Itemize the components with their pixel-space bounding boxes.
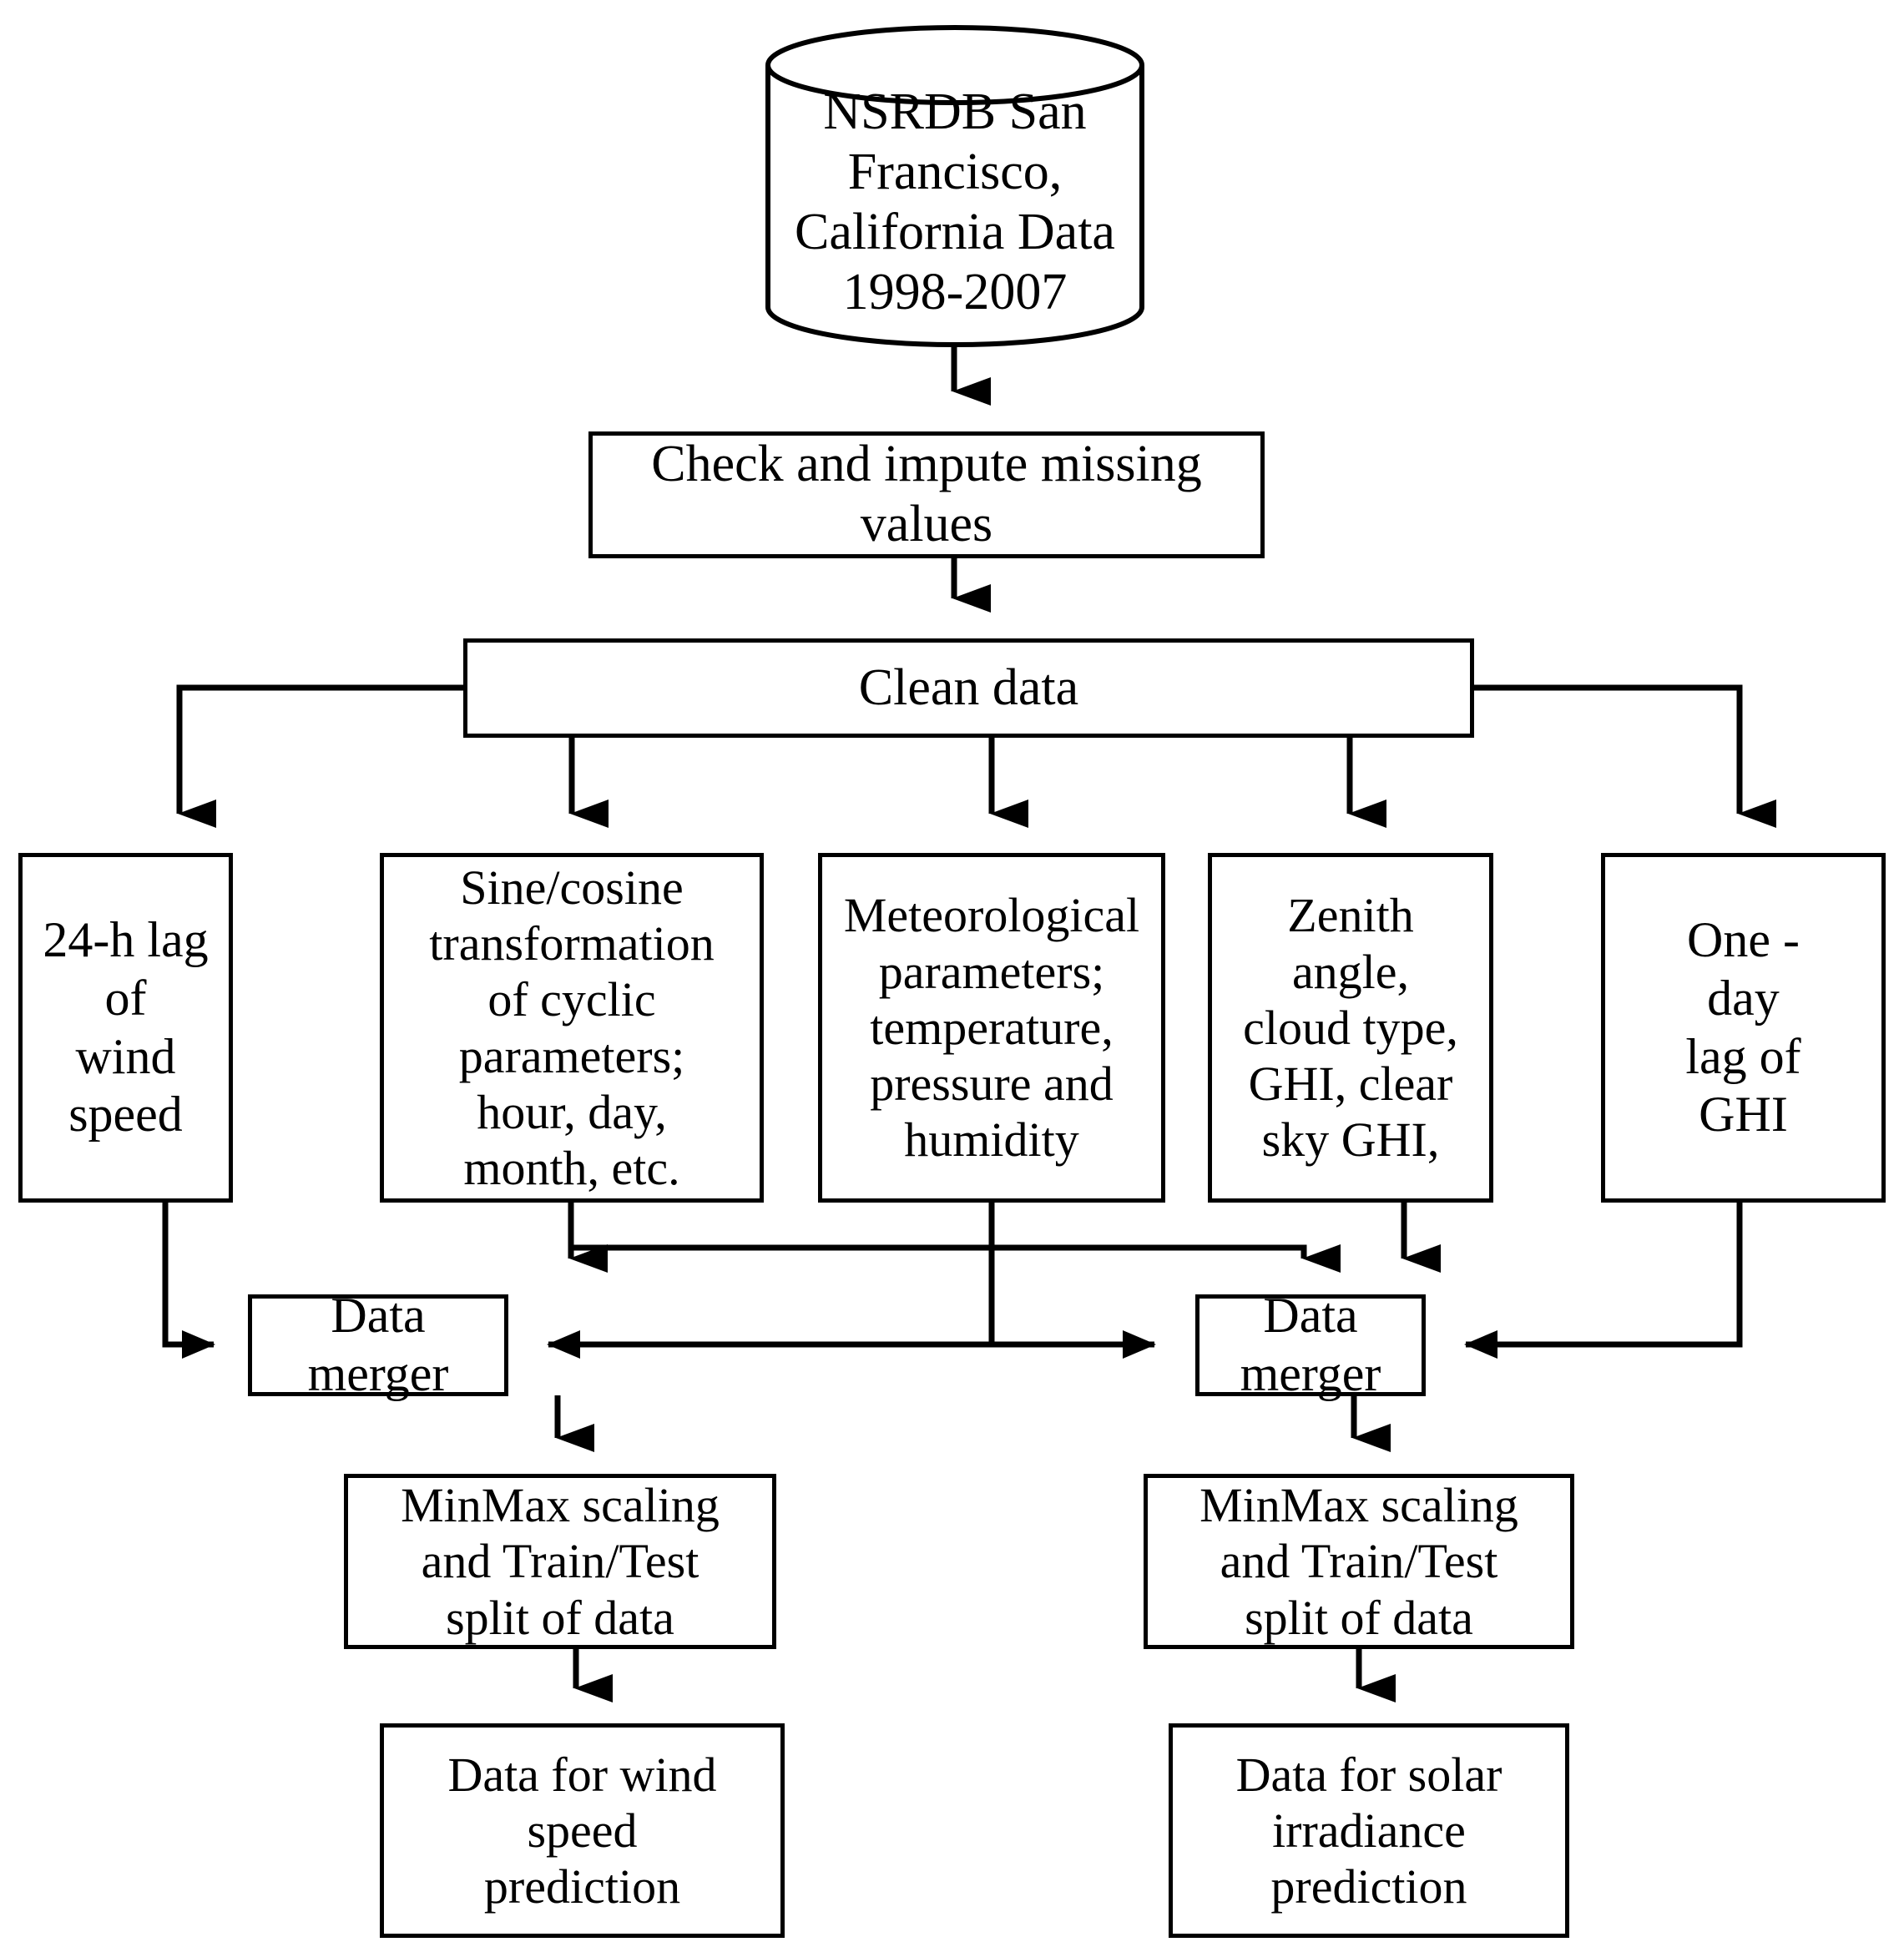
node-feature-meteorological[interactable]: Meteorological parameters; temperature, …	[818, 853, 1165, 1203]
data-merger-right-label: Data merger	[1240, 1288, 1381, 1401]
feature-meteorological-label: Meteorological parameters; temperature, …	[843, 888, 1140, 1168]
feature-wind-lag-label: 24-h lag of wind speed	[43, 912, 209, 1143]
node-scaling-left[interactable]: MinMax scaling and Train/Test split of d…	[344, 1474, 776, 1649]
scaling-right-label: MinMax scaling and Train/Test split of d…	[1199, 1478, 1518, 1645]
check-impute-label: Check and impute missing values	[651, 436, 1202, 552]
edge-clean-to-windlag	[176, 684, 463, 828]
clean-data-label: Clean data	[858, 658, 1079, 716]
source-database-label: NSRDB San Francisco, California Data 199…	[795, 83, 1115, 320]
node-feature-ghi-lag[interactable]: One - day lag of GHI	[1601, 853, 1886, 1203]
node-data-merger-left[interactable]: Data merger	[248, 1288, 508, 1401]
feature-ghi-lag-label: One - day lag of GHI	[1685, 912, 1801, 1143]
node-data-merger-right[interactable]: Data merger	[1195, 1288, 1426, 1401]
node-check-impute[interactable]: Check and impute missing values	[588, 431, 1265, 558]
scaling-left-label: MinMax scaling and Train/Test split of d…	[401, 1478, 720, 1645]
edge-cyclic-to-mergerright	[571, 1244, 1341, 1273]
data-merger-left-label: Data merger	[307, 1288, 449, 1401]
edge-clean-to-ghilag	[1473, 684, 1776, 828]
node-feature-cyclic[interactable]: Sine/cosine transformation of cyclic par…	[380, 853, 764, 1203]
output-solar-label: Data for solar irradiance prediction	[1235, 1747, 1502, 1914]
node-output-solar[interactable]: Data for solar irradiance prediction	[1169, 1723, 1569, 1938]
feature-cyclic-label: Sine/cosine transformation of cyclic par…	[429, 860, 715, 1196]
cylinder-shape	[765, 25, 1144, 347]
edge-windlag-to-mergerleft	[162, 1202, 215, 1359]
node-scaling-right[interactable]: MinMax scaling and Train/Test split of d…	[1144, 1474, 1574, 1649]
node-source-database[interactable]: NSRDB San Francisco, California Data 199…	[764, 23, 1146, 349]
feature-solar-params-label: Zenith angle, cloud type, GHI, clear sky…	[1243, 888, 1458, 1168]
edge-ghilag-to-mergerright	[1464, 1202, 1743, 1359]
node-output-wind[interactable]: Data for wind speed prediction	[380, 1723, 785, 1938]
node-feature-solar-params[interactable]: Zenith angle, cloud type, GHI, clear sky…	[1208, 853, 1493, 1203]
node-clean-data[interactable]: Clean data	[463, 638, 1474, 738]
node-feature-wind-lag[interactable]: 24-h lag of wind speed	[18, 853, 233, 1203]
output-wind-label: Data for wind speed prediction	[447, 1747, 717, 1914]
